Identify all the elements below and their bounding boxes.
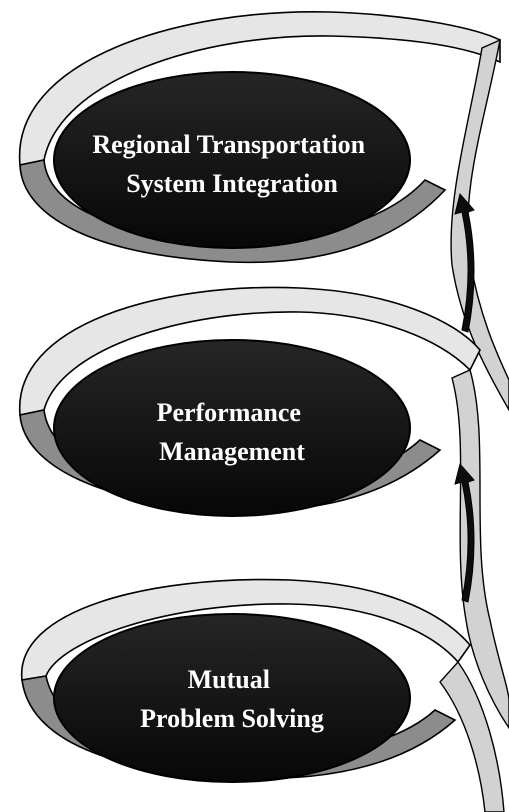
node-1-line1: Regional Transportation [92, 130, 365, 159]
node-3-ellipse [53, 613, 411, 783]
node-1-label: Regional Transportation System Integrati… [92, 130, 371, 198]
node-3-line1: Mutual [188, 665, 270, 694]
node-3-label: Mutual Problem Solving [140, 665, 324, 733]
node-3: Mutual Problem Solving [53, 613, 411, 783]
node-2-line2: Management [159, 437, 305, 466]
node-2: Performance Management [53, 339, 411, 517]
node-1: Regional Transportation System Integrati… [53, 71, 411, 249]
arrow-up-icon [454, 462, 475, 603]
node-2-ellipse [53, 339, 411, 517]
node-2-line1: Performance [157, 398, 301, 427]
node-1-line2: System Integration [126, 169, 338, 198]
node-1-ellipse [53, 71, 411, 249]
node-2-label: Performance Management [157, 398, 308, 466]
arrow-up-icon [454, 192, 475, 333]
node-3-line2: Problem Solving [140, 704, 324, 733]
